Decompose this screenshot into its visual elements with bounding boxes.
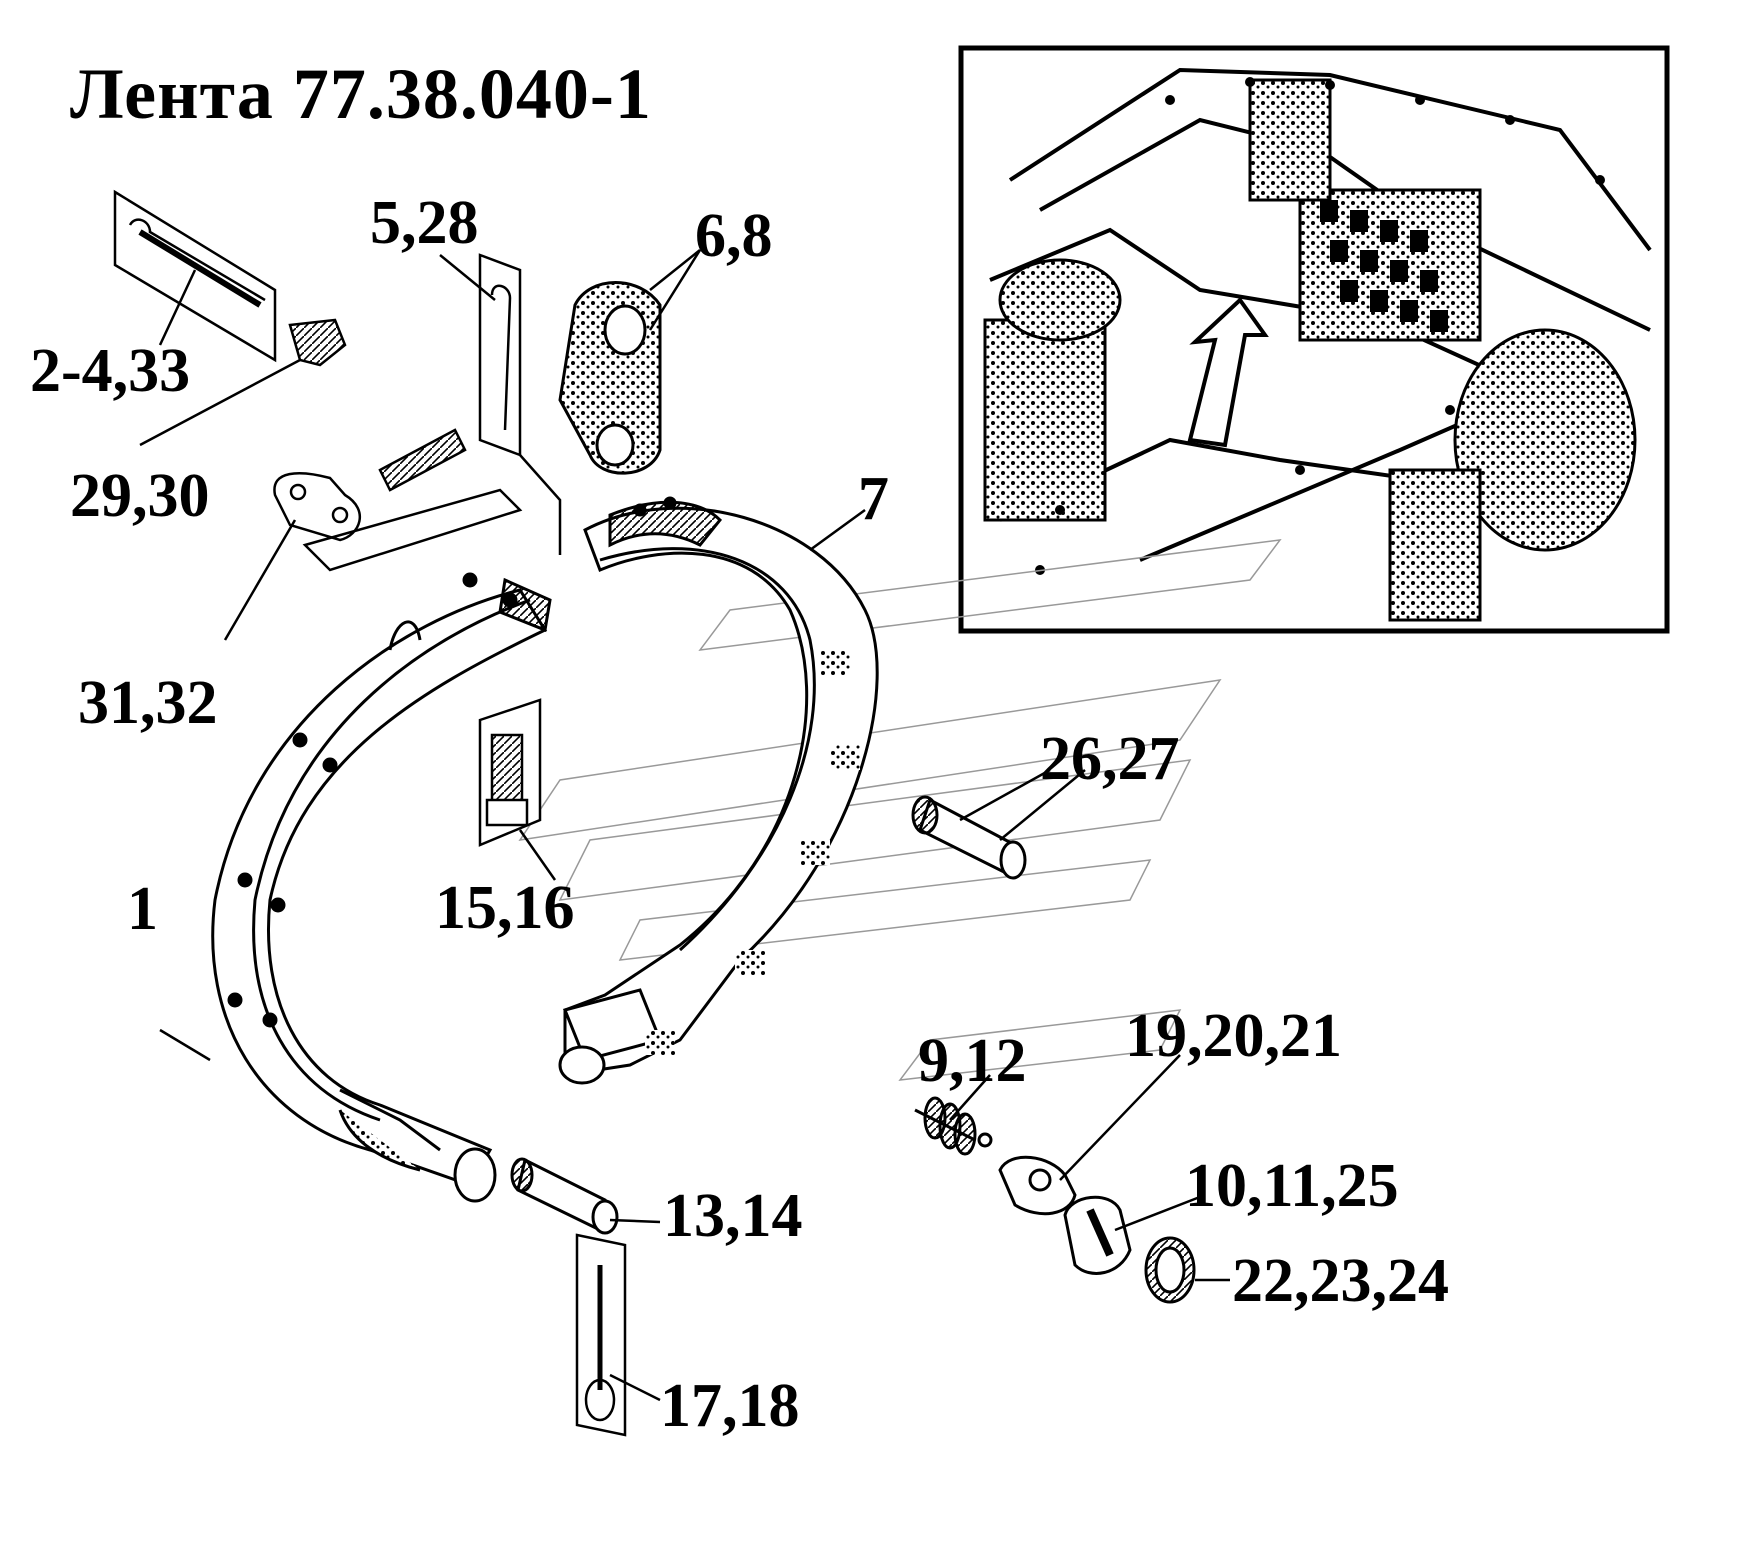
label-part-31-32: 31,32 (78, 669, 218, 737)
diagram-title: Лента 77.38.040-1 (70, 54, 652, 134)
part-cotter-pin-bag (113, 189, 347, 367)
label-part-26-27: 26,27 (1040, 725, 1180, 793)
part-cotter-pin-bag-3 (575, 1233, 627, 1437)
brake-band-right (558, 496, 879, 1085)
label-part-15-16: 15,16 (435, 874, 575, 942)
label-part-6-8: 6,8 (695, 202, 773, 270)
part-spring (914, 1096, 993, 1156)
part-cotter-pin-bag-2 (478, 253, 562, 555)
part-bolt-plate (273, 428, 523, 572)
label-part-17-18: 17,18 (660, 1372, 800, 1440)
label-part-5-28: 5,28 (370, 189, 479, 257)
inset-photo (958, 45, 1670, 634)
label-part-22-23-24: 22,23,24 (1232, 1247, 1449, 1315)
part-link (558, 281, 662, 475)
label-part-10-11-25: 10,11,25 (1185, 1152, 1399, 1220)
label-part-2-4-33: 2-4,33 (30, 337, 191, 405)
part-bolt-bag (478, 698, 542, 847)
part-pin-13 (510, 1157, 619, 1235)
label-part-29-30: 29,30 (70, 462, 210, 530)
label-part-1: 1 (127, 875, 158, 943)
label-part-19-20-21: 19,20,21 (1125, 1002, 1342, 1070)
part-pin-26 (911, 795, 1027, 880)
leader-lines (139, 249, 1230, 1402)
label-part-7: 7 (858, 465, 889, 533)
label-part-13-14: 13,14 (663, 1182, 803, 1250)
label-part-9-12: 9,12 (918, 1027, 1027, 1095)
part-washers (998, 1155, 1196, 1304)
brake-band-left (211, 572, 552, 1203)
